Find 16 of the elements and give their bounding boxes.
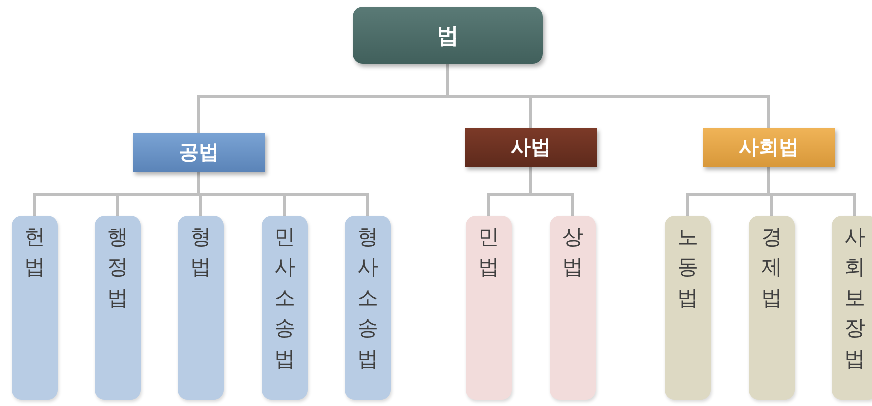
law-bar: 행정법 [95, 216, 141, 400]
law-bar: 상법 [550, 216, 596, 400]
law-bar: 형사소송법 [345, 216, 391, 400]
category-box: 사법 [465, 128, 597, 167]
root-box: 법 [353, 7, 543, 64]
law-bar: 형법 [178, 216, 224, 400]
law-bar: 헌법 [12, 216, 58, 400]
category-box: 사회법 [703, 128, 835, 167]
law-bar: 민사소송법 [262, 216, 308, 400]
law-bar: 사회보장법 [832, 216, 872, 400]
category-box: 공법 [133, 133, 265, 172]
law-bar: 경제법 [749, 216, 795, 400]
connector-line [446, 64, 770, 128]
law-bar: 노동법 [665, 216, 711, 400]
connector-line [530, 167, 574, 216]
law-bar: 민법 [466, 216, 512, 400]
